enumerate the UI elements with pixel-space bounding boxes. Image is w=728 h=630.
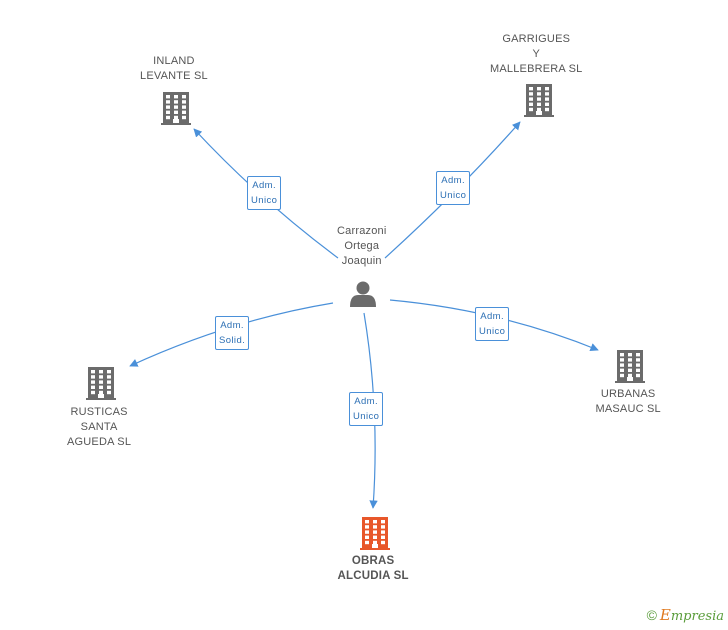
company-label-rusticas-line: AGUEDA SL — [67, 435, 132, 448]
person-name-label-line: Ortega — [344, 239, 380, 252]
building-icon[interactable] — [360, 517, 390, 550]
building-icon[interactable] — [86, 367, 116, 400]
company-label-rusticas[interactable]: RUSTICAS SANTA AGUEDA SL — [67, 405, 131, 450]
brand-footer: ©Empresia — [647, 606, 724, 624]
company-label-garrigues-line: Y — [532, 47, 541, 60]
building-icon[interactable] — [524, 84, 554, 117]
company-label-garrigues-line: GARRIGUES — [502, 32, 571, 45]
brand-logo-text: mpresia — [670, 609, 724, 624]
edge-label-urbanas[interactable]: Adm. Unico — [475, 307, 510, 341]
edge-label-obras[interactable]: Adm. Unico — [349, 392, 384, 426]
company-label-obras-line: OBRAS — [351, 555, 395, 567]
company-label-rusticas-line: SANTA — [80, 420, 118, 433]
edge-label-rusticas-text: Solid. — [219, 335, 246, 346]
person-name-label-line: Joaquin — [341, 254, 382, 267]
edge-label-garrigues[interactable]: Adm. Unico — [436, 171, 471, 205]
company-label-urbanas[interactable]: URBANAS MASAUC SL — [596, 387, 661, 417]
edge-label-inland[interactable]: Adm. Unico — [247, 176, 282, 210]
copyright-symbol: © — [646, 607, 657, 623]
person-name-label-line: Carrazoni — [337, 224, 387, 237]
edge-label-obras-text: Unico — [353, 411, 380, 422]
edge-label-rusticas[interactable]: Adm. Solid. — [215, 316, 250, 350]
edge-label-urbanas-text: Unico — [479, 326, 506, 337]
edge-label-inland-text: Adm. — [252, 180, 277, 191]
edge-label-rusticas-text: Adm. — [220, 320, 244, 331]
company-label-obras[interactable]: OBRAS ALCUDIA SL — [338, 554, 409, 584]
edge-label-garrigues-text: Unico — [440, 190, 467, 201]
company-label-inland-line: LEVANTE SL — [140, 70, 208, 82]
company-label-garrigues[interactable]: GARRIGUES Y MALLEBRERA SL — [490, 32, 582, 77]
company-label-garrigues-line: MALLEBRERA SL — [490, 62, 583, 75]
company-label-inland-line: INLAND — [153, 55, 195, 67]
company-label-obras-line: ALCUDIA SL — [337, 570, 409, 582]
edge-label-garrigues-text: Adm. — [441, 175, 466, 186]
edge-label-urbanas-text: Adm. — [480, 311, 505, 322]
building-icon[interactable] — [615, 350, 645, 383]
company-label-urbanas-line: MASAUC SL — [595, 403, 661, 415]
edge-label-inland-text: Unico — [251, 195, 278, 206]
edge-label-obras-text: Adm. — [354, 396, 379, 407]
building-icon[interactable] — [161, 92, 191, 125]
company-label-inland[interactable]: INLAND LEVANTE SL — [140, 54, 208, 84]
person-icon[interactable] — [350, 281, 376, 308]
company-label-rusticas-line: RUSTICAS — [70, 405, 128, 418]
company-label-urbanas-line: URBANAS — [600, 388, 656, 400]
brand-logo-initial: E — [659, 606, 671, 624]
